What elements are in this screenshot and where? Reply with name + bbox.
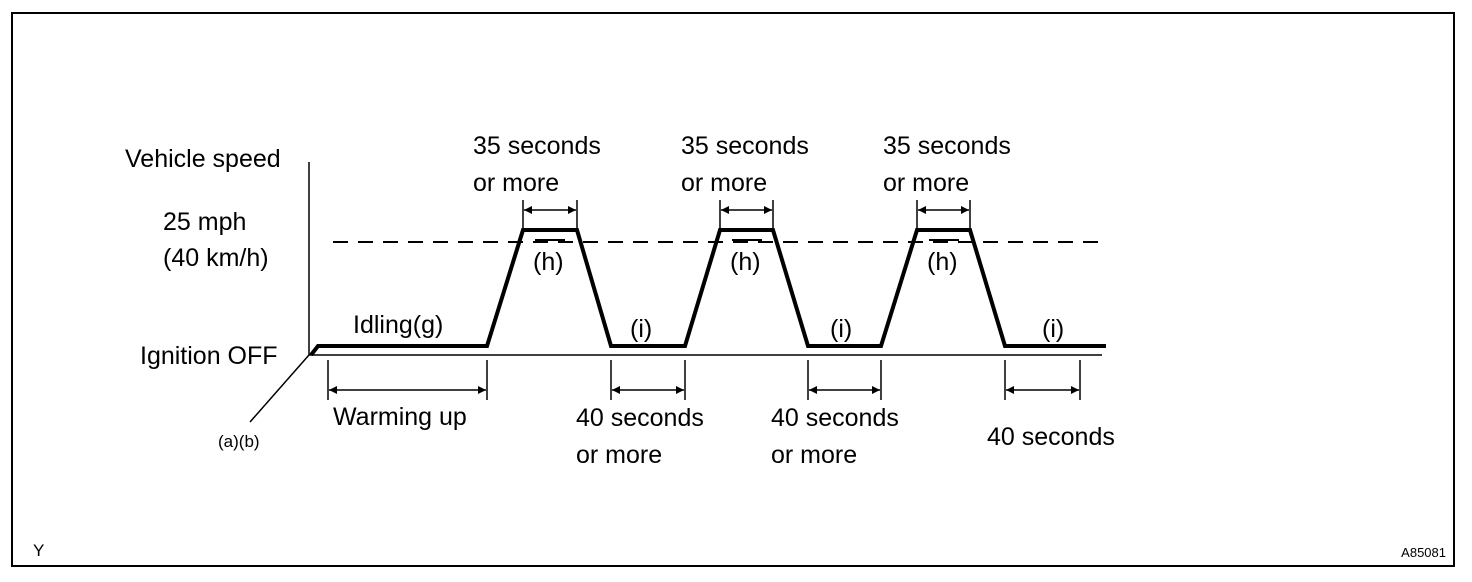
cruise-3-label: (h) bbox=[927, 248, 958, 276]
idle-2-duration-line1: 40 seconds bbox=[771, 404, 899, 432]
idling-label: Idling(g) bbox=[353, 311, 443, 339]
warming-up-label: Warming up bbox=[333, 403, 467, 431]
idle-3-label: (i) bbox=[1042, 315, 1064, 343]
diagram-frame bbox=[11, 12, 1455, 567]
idle-2-duration-line2: or more bbox=[771, 441, 857, 469]
idle-1-duration-line2: or more bbox=[576, 441, 662, 469]
corner-code-left: Y bbox=[33, 541, 44, 560]
cruise-3-duration-line1: 35 seconds bbox=[883, 132, 1011, 160]
cruise-2-duration-line2: or more bbox=[681, 169, 767, 197]
dimension-ticks bbox=[327, 200, 1081, 400]
z-axis-line bbox=[249, 354, 310, 423]
speed-label-kmh: (40 km/h) bbox=[163, 244, 269, 272]
idle-2-label: (i) bbox=[830, 315, 852, 343]
idle-3-duration: 40 seconds bbox=[987, 423, 1115, 451]
cruise-3-duration-line2: or more bbox=[883, 169, 969, 197]
cruise-1-duration-line1: 35 seconds bbox=[473, 132, 601, 160]
corner-code-right: A85081 bbox=[1401, 545, 1446, 560]
dimension-arrows bbox=[329, 206, 1079, 394]
y-axis-label: Vehicle speed bbox=[125, 145, 281, 173]
cruise-2-duration-line1: 35 seconds bbox=[681, 132, 809, 160]
idle-1-label: (i) bbox=[630, 315, 652, 343]
cruise-1-duration-line2: or more bbox=[473, 169, 559, 197]
cruise-1-label: (h) bbox=[533, 248, 564, 276]
speed-profile-line bbox=[309, 228, 1106, 357]
idle-1-duration-line1: 40 seconds bbox=[576, 404, 704, 432]
step-ab-label: (a)(b) bbox=[218, 432, 260, 451]
speed-label-mph: 25 mph bbox=[163, 208, 246, 236]
cruise-2-label: (h) bbox=[730, 248, 761, 276]
ignition-off-label: Ignition OFF bbox=[140, 342, 278, 370]
